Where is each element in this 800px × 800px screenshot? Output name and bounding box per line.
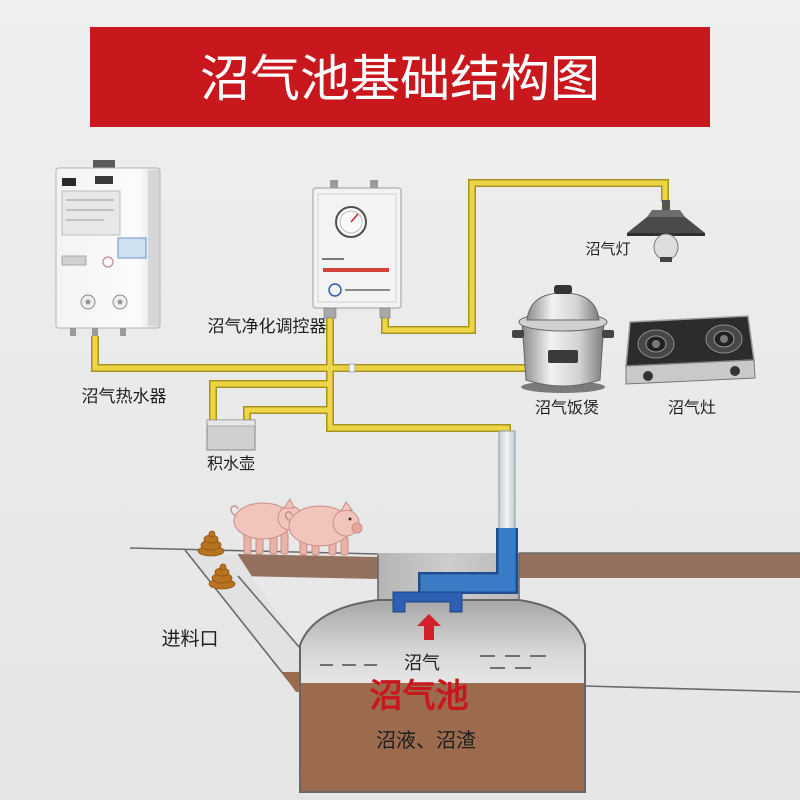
label-lamp: 沼气灯 <box>585 240 630 258</box>
pig-tail <box>284 511 293 522</box>
inlet-wall-inner <box>237 575 301 649</box>
pig-snout <box>351 522 363 534</box>
inlet-wall-outer <box>184 549 297 691</box>
slurry-layer <box>301 683 584 791</box>
controller-fineprint <box>345 289 390 291</box>
gas-flow-arrow-icon <box>417 614 441 640</box>
heater-brand <box>95 176 113 184</box>
manure-pile <box>208 563 236 590</box>
heater-knob-left-center <box>85 299 91 305</box>
ground-surface-left <box>129 547 379 555</box>
heater-badge <box>102 256 114 268</box>
title-background <box>90 27 710 127</box>
heater-vent <box>93 160 115 169</box>
cooker-control-panel <box>548 350 578 363</box>
pig-tail <box>230 505 239 517</box>
pressure-gauge-inner <box>339 210 363 234</box>
pipe-trap-out <box>244 407 330 420</box>
gas-outlet-pipe-body <box>420 528 516 598</box>
ground-band-right <box>519 553 800 578</box>
stove-burner-left-cap <box>652 340 660 348</box>
pipe-trap-in <box>210 381 330 420</box>
lamp-shade <box>627 217 705 233</box>
heater-fitting <box>70 328 76 336</box>
heater-knob-right-center <box>117 299 123 305</box>
gas-stove <box>625 315 756 385</box>
pipe-lamp <box>382 180 668 333</box>
water-trap-lid <box>206 419 256 427</box>
stove-knob-left <box>643 371 653 381</box>
pig-leg <box>280 531 289 555</box>
gas-pipes <box>92 180 668 432</box>
manure-layer <box>208 530 216 538</box>
heater-grille <box>61 255 87 266</box>
heater-fitting <box>92 328 98 336</box>
pipe-heater <box>92 336 530 371</box>
riser-pipe <box>498 430 516 531</box>
pipe-joint <box>348 363 356 373</box>
pig-ear <box>340 501 353 512</box>
heater-fitting <box>120 328 126 336</box>
water-heater <box>55 160 161 336</box>
cooker-lid-knob <box>554 285 572 294</box>
controller-fitting-top <box>370 180 378 189</box>
heater-info-panel <box>61 190 121 236</box>
lamp-base <box>660 257 672 262</box>
label-digester: 沼气池 <box>370 676 469 715</box>
gas-outlet-pipe <box>392 528 518 613</box>
label-inlet: 进料口 <box>161 628 218 650</box>
heater-side <box>148 170 159 326</box>
ground <box>129 547 800 579</box>
label-water-trap: 积水壶 <box>207 454 255 473</box>
label-water-heater: 沼气热水器 <box>82 387 167 407</box>
controller-fitting-top <box>330 180 338 189</box>
label-rice-cooker: 沼气饭煲 <box>535 398 599 417</box>
title-banner: 沼气池基础结构图 <box>90 27 710 127</box>
inlet-slurry <box>282 672 300 692</box>
purification-controller <box>312 180 402 319</box>
cooker-handle-left <box>512 330 524 338</box>
controller-body <box>312 187 402 309</box>
stove-knob-right <box>730 366 740 376</box>
pig-ear <box>283 497 295 509</box>
label-slurry: 沼液、沼渣 <box>376 728 476 752</box>
pipe-main <box>327 318 510 432</box>
controller-outlet <box>379 307 391 319</box>
lamp-globe <box>653 233 679 261</box>
stove-front-panel <box>625 359 756 385</box>
label-controller: 沼气净化调控器 <box>208 317 327 337</box>
page-title: 沼气池基础结构图 <box>200 50 600 108</box>
stove-burner-right-cap <box>720 335 728 343</box>
outlet-ground-line <box>584 685 800 693</box>
rice-cooker <box>512 285 614 393</box>
manure-pile <box>197 530 225 557</box>
pressure-gauge-needle <box>350 213 359 223</box>
gas-collector-cap <box>392 591 463 613</box>
pig-eye <box>348 517 352 521</box>
controller-valve <box>323 307 337 319</box>
gas-dashes <box>320 655 546 669</box>
lamp-stem <box>662 200 670 211</box>
controller-nameplate <box>323 268 389 272</box>
label-gas: 沼气 <box>404 653 440 674</box>
ground-band-left <box>236 554 378 579</box>
label-stove: 沼气灶 <box>668 398 716 417</box>
manure-layer <box>219 563 227 571</box>
biogas-lamp <box>627 200 705 262</box>
controller-panel <box>317 193 397 303</box>
heater-sticker <box>117 237 147 259</box>
water-trap <box>206 419 256 451</box>
cooker-handle-right <box>602 330 614 338</box>
heater-logo <box>62 178 76 186</box>
pig-front <box>284 501 363 556</box>
controller-caption <box>322 258 344 260</box>
lamp-shade-top <box>647 210 685 217</box>
controller-logo <box>328 283 342 297</box>
